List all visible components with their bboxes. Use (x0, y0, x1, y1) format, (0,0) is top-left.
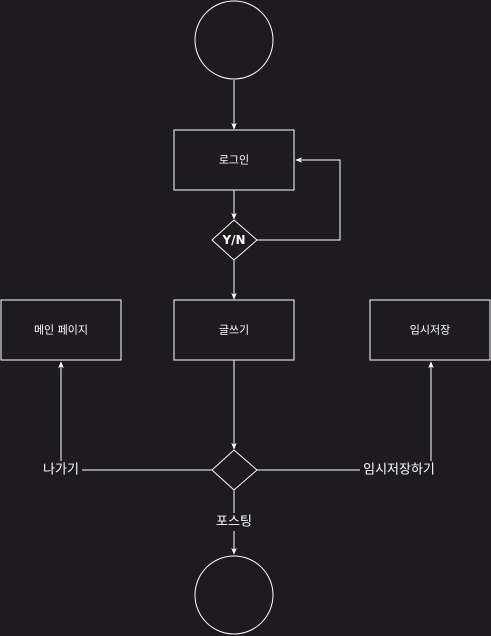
yn-decision-node (211, 219, 258, 261)
login-node (173, 129, 295, 191)
edge-labels: 나가기 임시저장하기 포스팅 (40, 461, 438, 531)
write-node-label: 글쓰기 (219, 324, 249, 337)
edge-decision-to-main-page (58, 361, 212, 471)
main-page-node-label: 메인 페이지 (34, 324, 88, 337)
edge-label-temp-save-action: 임시저장하기 (363, 463, 435, 478)
end-node (194, 555, 274, 635)
temp-save-node-label: 임시저장 (410, 324, 450, 337)
edge-yn-retry-to-login (257, 157, 341, 241)
login-node-label: 로그인 (219, 154, 249, 167)
write-node (173, 299, 295, 361)
edge-decision-to-temp-save (257, 361, 434, 471)
edge-label-exit: 나가기 (43, 463, 79, 478)
main-page-node (0, 299, 122, 361)
action-decision-node (211, 449, 258, 491)
temp-save-node (369, 299, 491, 361)
yn-decision-label: Y/N (221, 233, 245, 247)
edge-label-posting: 포스팅 (216, 515, 252, 530)
start-node (194, 0, 274, 80)
